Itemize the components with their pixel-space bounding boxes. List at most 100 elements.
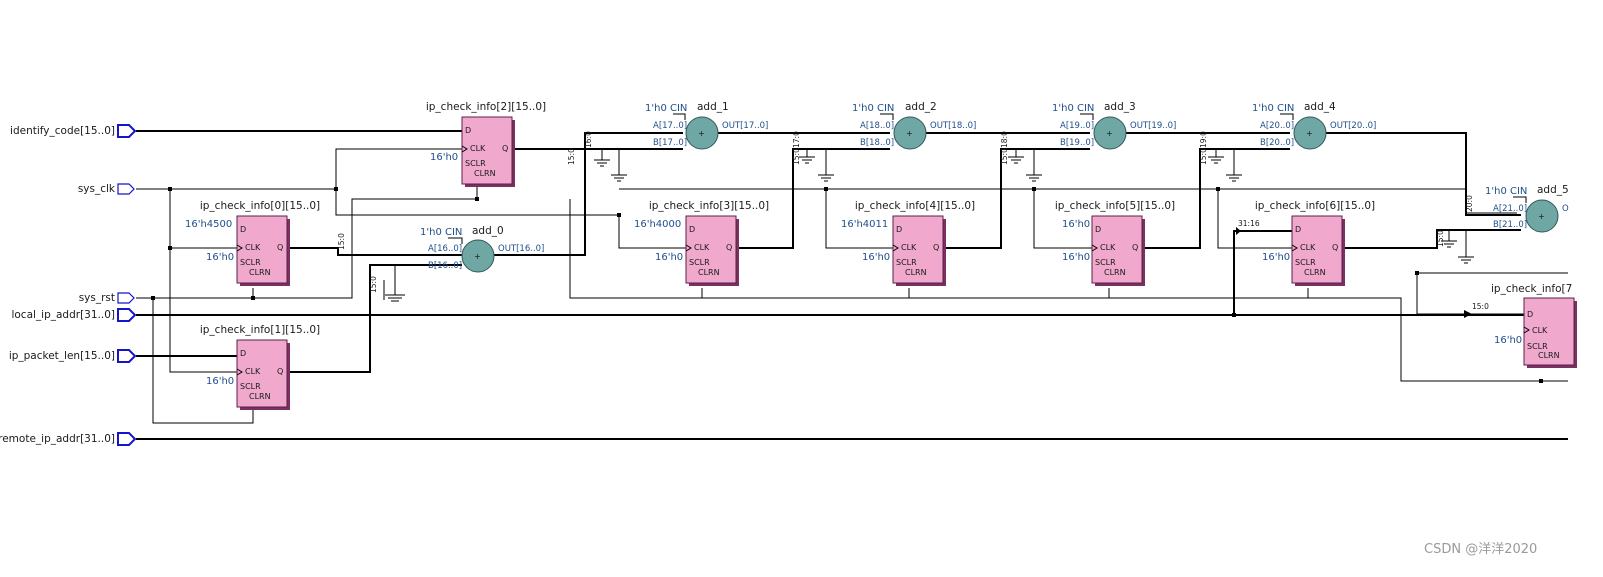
pin-q: Q: [1132, 243, 1138, 252]
arrowheads: [1236, 227, 1472, 318]
wire-r3-q: [737, 148, 890, 249]
sclr-const: 16'h0: [1062, 252, 1090, 263]
pin-q: Q: [502, 144, 508, 153]
adder-cin: 1'h0 CIN: [420, 227, 462, 238]
pin-clk: CLK: [1532, 326, 1548, 335]
adder-b: B[21..0]: [1493, 220, 1527, 230]
adder-add-5[interactable]: add_5 1'h0 CIN + A[21..0] B[21..0] O: [1485, 184, 1569, 233]
pin-sclr: SCLR: [896, 258, 917, 267]
bus-labels: 15:0 15:0 15:0 16:0 15:0 17:0 15:0 18:0 …: [337, 131, 1489, 311]
wire-add4-out: [1326, 132, 1521, 216]
register-ip-check-info-2[interactable]: ip_check_info[2][15..0] D CLK Q SCLR CLR…: [426, 101, 546, 187]
register-ip-check-info-3[interactable]: ip_check_info[3][15..0] D CLK Q SCLR CLR…: [634, 200, 769, 286]
pin-q: Q: [277, 243, 283, 252]
bus-label: 15:0: [1436, 230, 1445, 247]
d-const: 16'h4500: [185, 219, 232, 230]
adder-a: A[16..0]: [428, 244, 462, 254]
adder-add-0[interactable]: add_0 1'h0 CIN + A[16..0] B[16..0] OUT[1…: [420, 225, 544, 273]
wires: [136, 130, 1568, 440]
adder-b: B[20..0]: [1260, 138, 1294, 148]
wire-sys-clk: [136, 148, 1517, 373]
adder-name: add_2: [905, 101, 937, 113]
bus-label: 17:0: [792, 131, 801, 148]
port-ip-packet-len[interactable]: [117, 349, 137, 363]
port-label-local-ip-addr: local_ip_addr[31..0]: [11, 309, 115, 321]
adder-add-2[interactable]: add_2 1'h0 CIN + A[18..0] B[18..0] OUT[1…: [852, 101, 976, 150]
pin-clk: CLK: [470, 144, 486, 153]
port-local-ip-addr[interactable]: [117, 308, 137, 322]
sclr-const: 16'h0: [430, 152, 458, 163]
pin-sclr: SCLR: [240, 258, 261, 267]
adder-cin: 1'h0 CIN: [1252, 103, 1294, 114]
adder-add-1[interactable]: add_1 1'h0 CIN + A[17..0] B[17..0] OUT[1…: [645, 101, 768, 150]
pin-q: Q: [277, 367, 283, 376]
adder-cin: 1'h0 CIN: [1052, 103, 1094, 114]
sclr-const: 16'h0: [862, 252, 890, 263]
sclr-const: 16'h0: [206, 252, 234, 263]
register-ip-check-info-6[interactable]: ip_check_info[6][15..0] D CLK Q SCLR CLR…: [1255, 200, 1375, 286]
port-label-sys-rst: sys_rst: [79, 292, 115, 304]
port-identify-code[interactable]: [117, 124, 137, 138]
pin-clrn: CLRN: [1104, 268, 1126, 277]
port-label-identify-code: identify_code[15..0]: [10, 125, 115, 137]
pin-clk: CLK: [1300, 243, 1316, 252]
pin-clrn: CLRN: [249, 392, 271, 401]
pin-clk: CLK: [245, 367, 261, 376]
register-name: ip_check_info[1][15..0]: [200, 324, 320, 336]
register-name: ip_check_info[2][15..0]: [426, 101, 546, 113]
pin-clrn: CLRN: [249, 268, 271, 277]
register-ip-check-info-0[interactable]: ip_check_info[0][15..0] D CLK Q SCLR CLR…: [185, 200, 320, 286]
bus-label: 18:0: [1000, 131, 1009, 148]
port-label-sys-clk: sys_clk: [78, 183, 116, 195]
wire-clk-branches: [825, 189, 1292, 249]
bus-label: 15:0: [1000, 148, 1009, 165]
register-ip-check-info-1[interactable]: ip_check_info[1][15..0] D CLK Q SCLR CLR…: [200, 324, 320, 410]
adder-name: add_0: [472, 225, 504, 237]
watermark: CSDN @洋洋2020: [1424, 542, 1537, 557]
port-sys-rst[interactable]: [117, 292, 135, 304]
pin-clk: CLK: [1100, 243, 1116, 252]
pin-sclr: SCLR: [689, 258, 710, 267]
register-ip-check-info-7[interactable]: ip_check_info[7 D CLK SCLR CLRN 16'h0: [1491, 283, 1577, 368]
register-name: ip_check_info[4][15..0]: [855, 200, 975, 212]
input-ports: identify_code[15..0] sys_clk sys_rst loc…: [0, 124, 137, 446]
sclr-const: 16'h0: [206, 376, 234, 387]
wire-local-ip-hi: [1233, 230, 1292, 315]
adder-b: B[19..0]: [1060, 138, 1094, 148]
ground-symbols: [383, 149, 1474, 302]
port-sys-clk[interactable]: [117, 183, 135, 195]
port-remote-ip-addr[interactable]: [117, 432, 137, 446]
adder-a: A[20..0]: [1260, 121, 1294, 131]
port-label-ip-packet-len: ip_packet_len[15..0]: [9, 350, 115, 362]
adder-add-4[interactable]: add_4 1'h0 CIN + A[20..0] B[20..0] OUT[2…: [1252, 101, 1376, 150]
bus-label: 15:0: [567, 148, 576, 165]
sclr-const: 16'h0: [1494, 335, 1522, 346]
adder-a: A[18..0]: [860, 121, 894, 131]
adder-out: OUT[17..0]: [722, 121, 768, 131]
pin-d: D: [1295, 225, 1301, 234]
pin-clrn: CLRN: [1538, 351, 1560, 360]
pin-clk: CLK: [245, 243, 261, 252]
register-name: ip_check_info[7: [1491, 283, 1572, 295]
register-ip-check-info-4[interactable]: ip_check_info[4][15..0] D CLK Q SCLR CLR…: [841, 200, 975, 286]
pin-d: D: [240, 225, 246, 234]
register-name: ip_check_info[5][15..0]: [1055, 200, 1175, 212]
bus-label: 31:16: [1238, 219, 1260, 228]
register-ip-check-info-5[interactable]: ip_check_info[5][15..0] D CLK Q SCLR CLR…: [1055, 200, 1175, 286]
bus-label: 19:0: [1199, 131, 1208, 148]
adder-out: OUT[20..0]: [1330, 121, 1376, 131]
pin-sclr: SCLR: [240, 382, 261, 391]
adder-b: B[16..0]: [428, 261, 462, 271]
wire-r0-q: [288, 247, 462, 256]
pin-sclr: SCLR: [465, 159, 486, 168]
bus-label: 15:0: [792, 148, 801, 165]
plus-icon: +: [1538, 212, 1545, 221]
pin-d: D: [1095, 225, 1101, 234]
pin-d: D: [465, 126, 471, 135]
pin-clrn: CLRN: [698, 268, 720, 277]
wire-r1-q: [288, 264, 462, 373]
adder-add-3[interactable]: add_3 1'h0 CIN + A[19..0] B[19..0] OUT[1…: [1052, 101, 1176, 150]
pin-d: D: [689, 225, 695, 234]
adder-cin: 1'h0 CIN: [852, 103, 894, 114]
